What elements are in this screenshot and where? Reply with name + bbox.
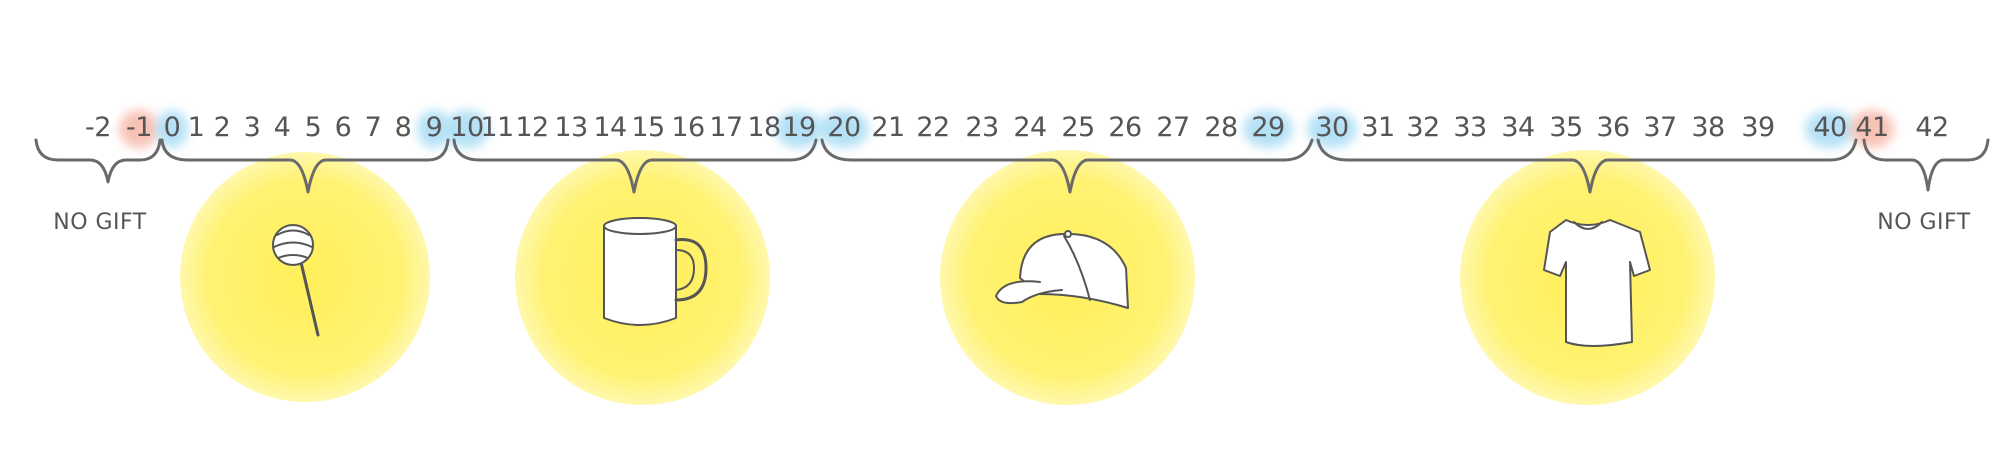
number-tick-label: 19 <box>782 112 816 143</box>
number-tick-label: 3 <box>243 112 261 143</box>
number-tick-label: 2 <box>213 112 231 143</box>
brace-no-gift-right <box>1862 138 1990 192</box>
number-tick-label: 32 <box>1406 112 1440 143</box>
number-tick-label: 31 <box>1361 112 1395 143</box>
no-gift-label-right: NO GIFT <box>1877 210 1971 235</box>
mug-icon <box>603 217 708 326</box>
number-tick-label: -1 <box>126 112 152 143</box>
number-tick-label: 25 <box>1061 112 1095 143</box>
number-tick-label: 0 <box>163 112 181 143</box>
cap-icon <box>995 230 1129 309</box>
number-tick-label: 22 <box>916 112 950 143</box>
number-tick-label: 35 <box>1549 112 1583 143</box>
number-tick-label: 9 <box>425 112 443 143</box>
number-tick-label: 13 <box>554 112 588 143</box>
number-highlight-20 <box>819 110 869 148</box>
number-tick-label: 27 <box>1156 112 1190 143</box>
brace-range-30-40 <box>1316 138 1858 194</box>
number-highlight-29 <box>1243 110 1293 148</box>
number-tick-label: 20 <box>827 112 861 143</box>
number-tick-label: 15 <box>631 112 665 143</box>
number-tick-label: 21 <box>871 112 905 143</box>
number-tick-label: 33 <box>1453 112 1487 143</box>
number-tick-label: 8 <box>394 112 412 143</box>
lollipop-icon <box>272 224 320 337</box>
number-tick-label: 39 <box>1741 112 1775 143</box>
number-highlight-30 <box>1307 110 1357 148</box>
number-tick-label: 1 <box>187 112 205 143</box>
number-tick-label: 40 <box>1813 112 1847 143</box>
number-tick-label: 34 <box>1501 112 1535 143</box>
number-tick-label: 16 <box>671 112 705 143</box>
number-tick-label: 30 <box>1315 112 1349 143</box>
number-tick-label: 41 <box>1855 112 1889 143</box>
number-tick-label: 11 <box>480 112 514 143</box>
number-tick-label: 23 <box>965 112 999 143</box>
number-tick-label: 24 <box>1013 112 1047 143</box>
number-tick-label: -2 <box>85 112 111 143</box>
number-highlight-40 <box>1805 110 1855 148</box>
number-tick-label: 37 <box>1643 112 1677 143</box>
brace-no-gift-left <box>34 138 162 184</box>
number-tick-label: 7 <box>364 112 382 143</box>
number-tick-label: 29 <box>1251 112 1285 143</box>
number-tick-label: 5 <box>304 112 322 143</box>
number-highlight-neg1 <box>119 110 159 148</box>
number-tick-label: 10 <box>450 112 484 143</box>
number-tick-label: 38 <box>1691 112 1725 143</box>
number-tick-label: 26 <box>1108 112 1142 143</box>
tshirt-icon <box>1543 219 1651 347</box>
number-tick-label: 18 <box>747 112 781 143</box>
brace-range-0-9 <box>160 138 450 194</box>
brace-range-10-19 <box>452 138 818 194</box>
number-tick-label: 6 <box>334 112 352 143</box>
number-tick-label: 28 <box>1204 112 1238 143</box>
number-highlight-41 <box>1850 110 1894 148</box>
number-tick-label: 14 <box>593 112 627 143</box>
number-tick-label: 17 <box>709 112 743 143</box>
number-tick-label: 4 <box>273 112 291 143</box>
number-tick-label: 12 <box>515 112 549 143</box>
number-tick-label: 42 <box>1915 112 1949 143</box>
number-highlight-10 <box>444 110 490 148</box>
no-gift-label-left: NO GIFT <box>53 210 147 235</box>
brace-range-20-29 <box>820 138 1314 194</box>
number-tick-label: 36 <box>1596 112 1630 143</box>
